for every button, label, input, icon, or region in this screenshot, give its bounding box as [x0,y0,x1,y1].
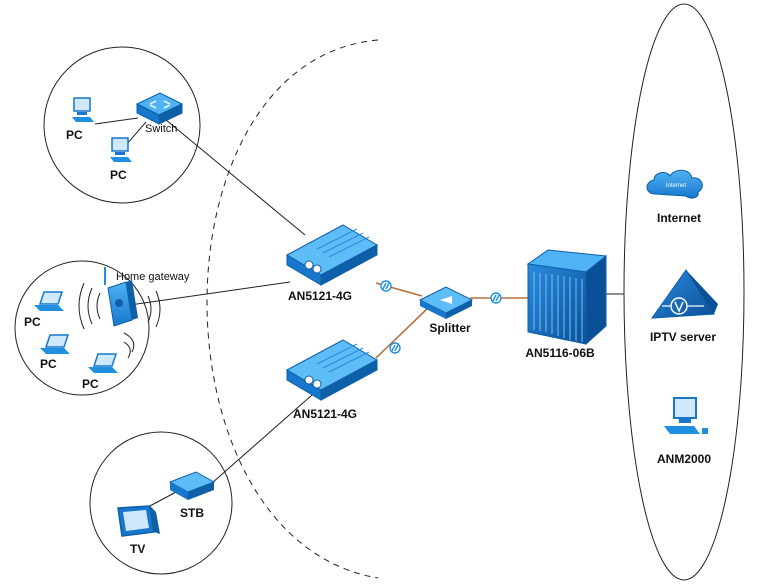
home-gateway-icon [104,267,138,327]
internet-cloud-text: Internet [666,183,687,189]
link-switch-onu1 [159,114,306,236]
access-boundary-dashed [206,39,379,579]
fiber-onu2-splitter [375,307,429,359]
iptv-server-icon [650,269,718,319]
pc-label: PC [82,377,99,391]
olt-chassis-icon [526,249,608,346]
iptv-server-label: IPTV server [649,330,717,344]
pc-label: PC [66,128,83,142]
desktop-pc-icon [72,97,94,122]
iptv-home-circle [89,431,233,575]
core-network-ellipse [623,3,745,581]
tv-label: TV [130,542,146,556]
link-stb-tv [147,490,179,508]
link-gateway-onu1 [129,281,291,306]
anm-label: ANM2000 [656,452,712,466]
switch-icon [135,92,184,125]
home-wireless-circle [14,260,150,396]
laptop-pc-icon [40,334,70,354]
olt-label: AN5116-06B [525,346,595,360]
switch-label: Switch [145,123,178,135]
onu-label: AN5121-4G [287,289,353,303]
internet-cloud-icon [646,169,703,199]
link-pc2-switch [125,121,147,146]
fiber-marker-3 [490,292,502,304]
tv-icon [117,505,160,537]
internet-label: Internet [656,211,702,225]
fiber-marker-1 [380,280,392,292]
splitter-icon [418,286,474,319]
management-pc-icon [664,397,708,434]
pc-label: PC [40,357,57,371]
desktop-pc-icon [110,137,132,162]
onu-device-icon [285,339,379,401]
laptop-pc-icon [34,291,64,311]
onu-label: AN5121-4G [292,407,358,421]
stb-icon [168,471,216,500]
onu-device-icon [285,224,379,286]
link-stb-onu2 [211,394,313,484]
fiber-marker-2 [389,342,401,354]
office-lan-circle [43,46,201,204]
stb-label: STB [180,506,204,520]
link-pc-switch [94,117,139,125]
splitter-label: Splitter [429,321,471,335]
home-gateway-label: Home gateway [116,271,190,283]
laptop-pc-icon [88,353,118,373]
pc-label: PC [110,168,127,182]
pc-label: PC [24,315,41,329]
wifi-waves-icon [78,282,161,359]
